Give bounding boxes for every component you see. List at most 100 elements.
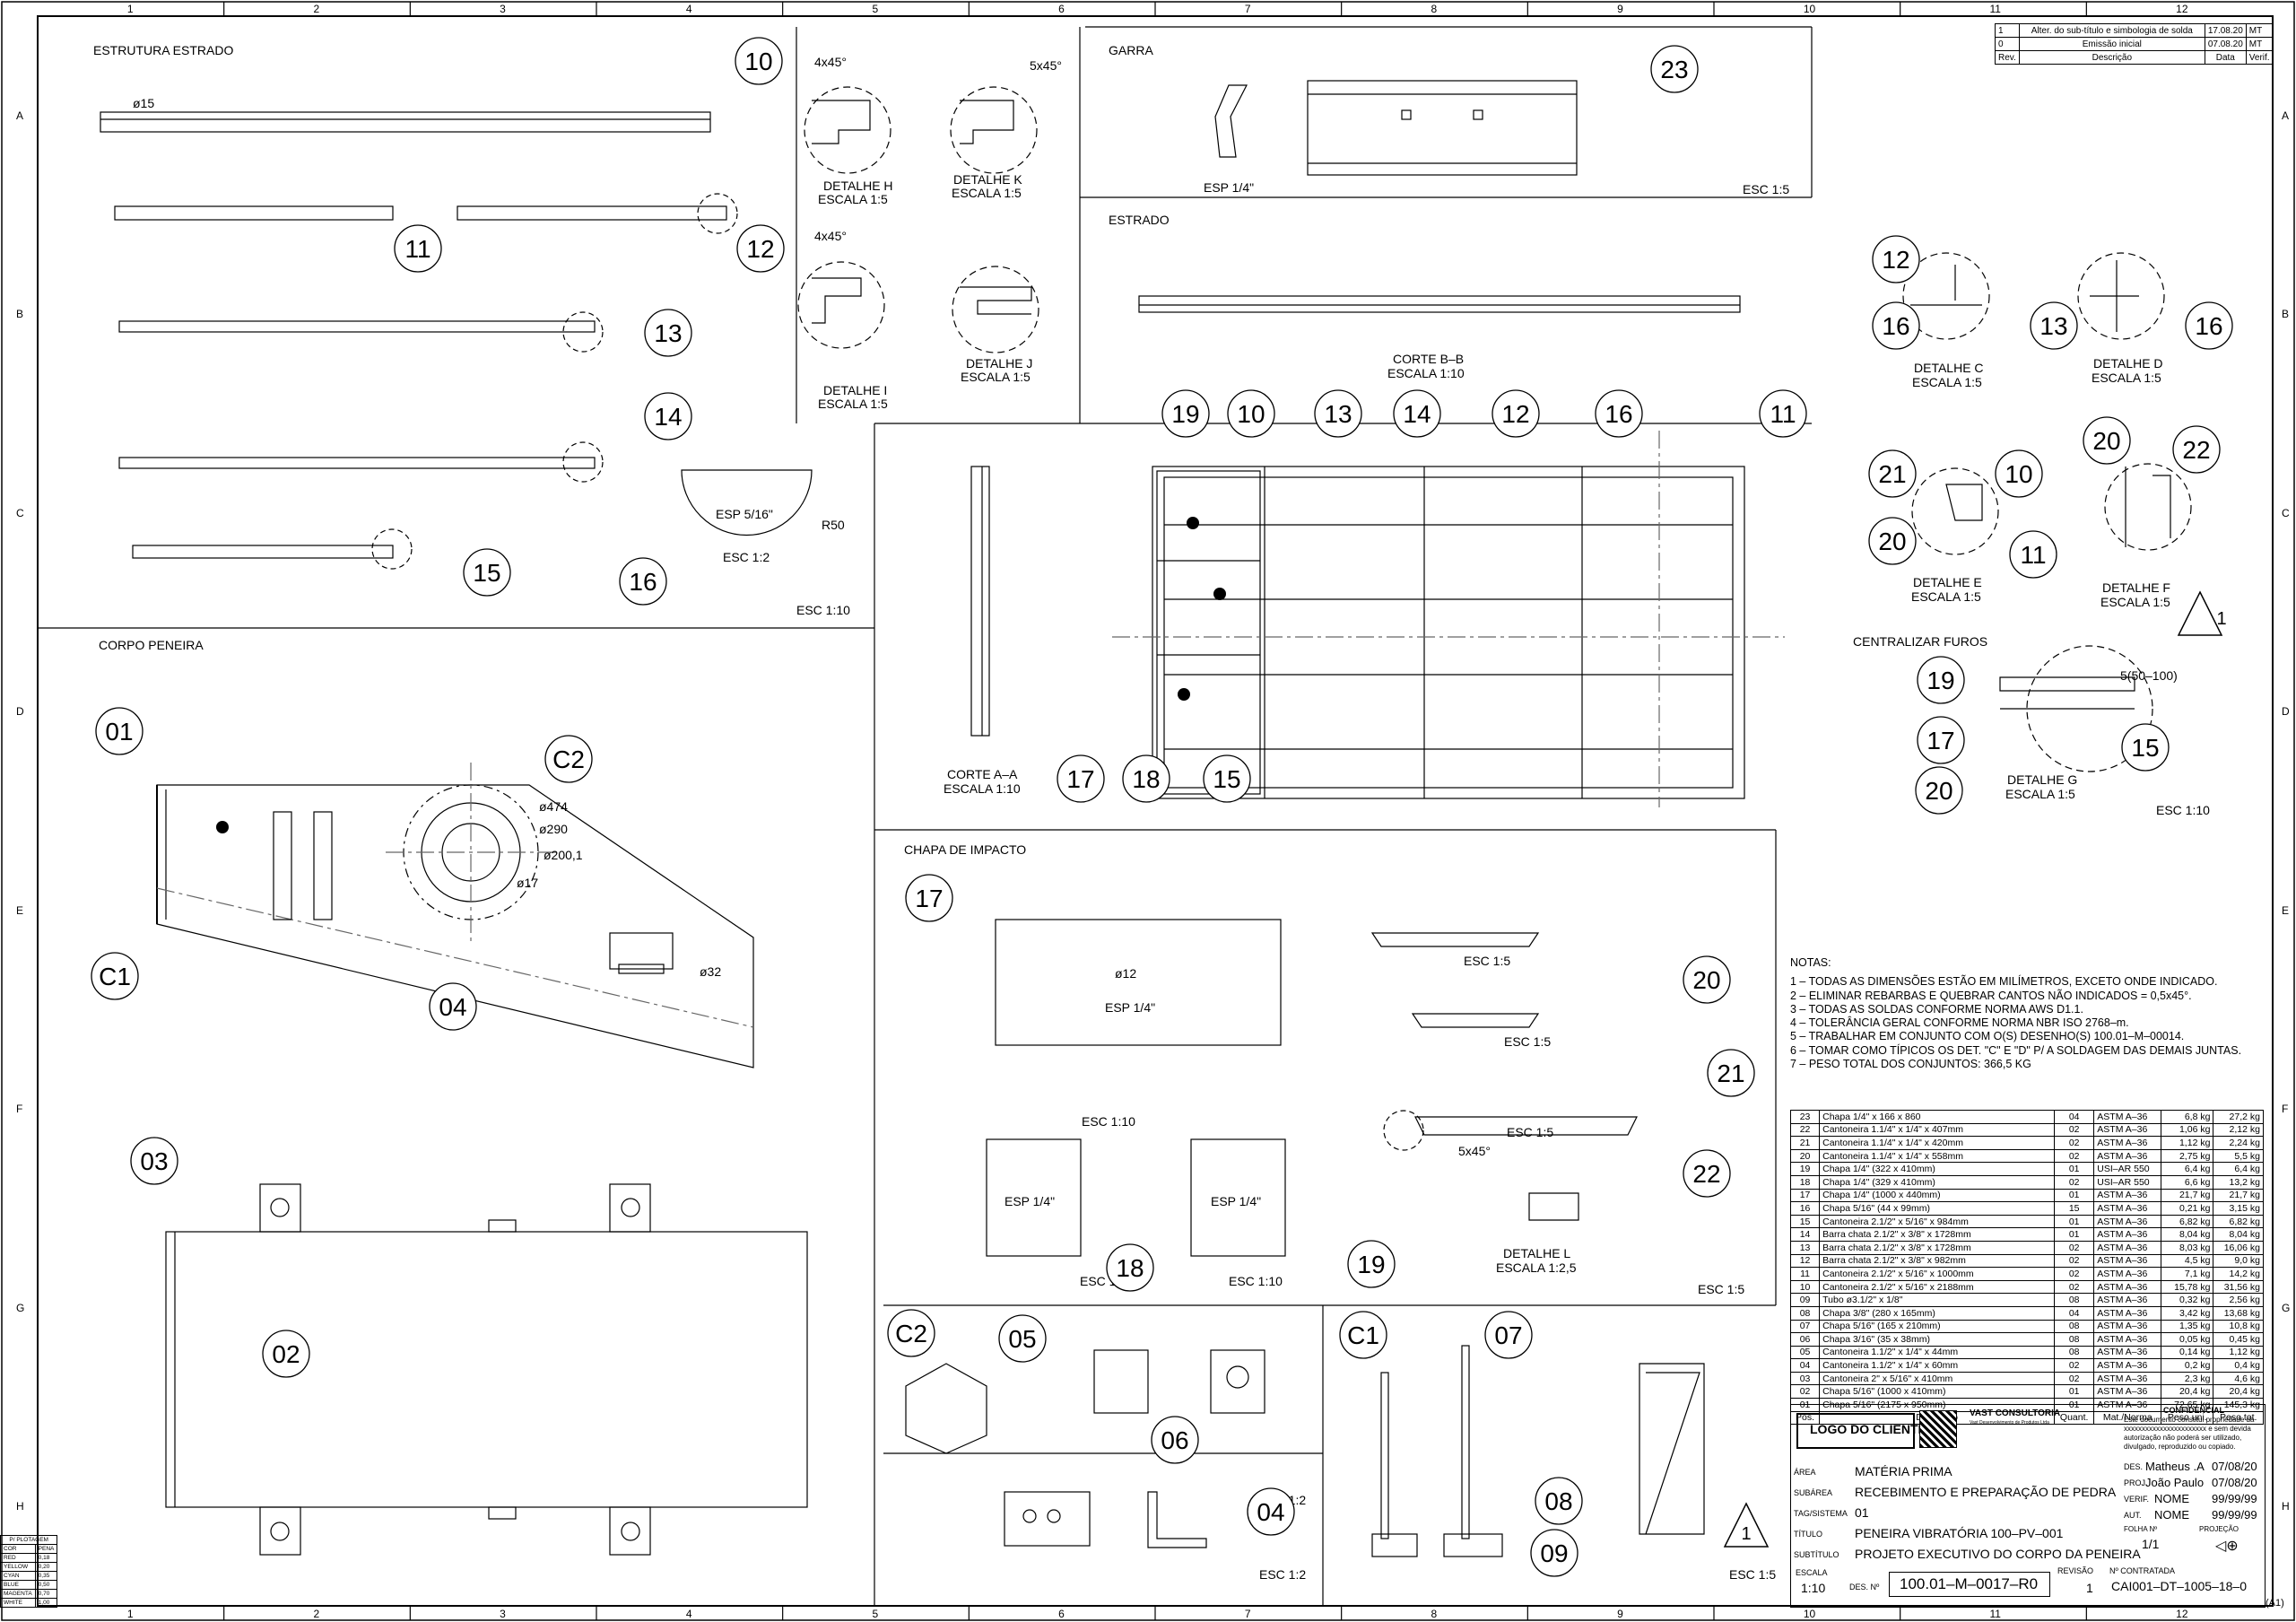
parts-cell-pos: 23: [1789, 1110, 1821, 1124]
parts-cell-mat: ASTM A–36: [2093, 1240, 2162, 1255]
parts-cell-pos: 16: [1789, 1201, 1821, 1216]
hole-diameter-label: ø290: [539, 822, 568, 836]
parts-cell-qty: 01: [2054, 1214, 2095, 1229]
detail-f-label: DETALHE F: [2102, 580, 2170, 595]
frame-row-label: G: [2282, 1301, 2291, 1314]
parts-cell-pt: 13,2 kg: [2213, 1174, 2264, 1190]
frame-row-label: B: [16, 308, 24, 321]
frame-row-label: C: [2282, 506, 2290, 519]
rev-header-verif: Verif.: [2245, 50, 2274, 65]
parts-cell-pos: 02: [1789, 1384, 1821, 1400]
parts-cell-desc: Cantoneira 1.1/2" x 1/4" x 60mm: [1819, 1358, 2056, 1373]
detail-l-label: DETALHE L: [1503, 1246, 1571, 1260]
contractor-number-value: CAI001–DT–1005–18–0: [2111, 1579, 2248, 1593]
frame-column-label: 4: [685, 3, 692, 15]
parts-cell-mat: ASTM A–36: [2093, 1384, 2162, 1400]
hole-diameter-label: ø17: [517, 876, 539, 890]
parts-cell-qty: 02: [2054, 1122, 2095, 1138]
designer-date: 07/08/20: [2212, 1460, 2257, 1473]
parts-cell-mat: ASTM A–36: [2093, 1188, 2162, 1203]
parts-cell-mat: ASTM A–36: [2093, 1305, 2162, 1321]
sheet-value: 1/1: [2142, 1537, 2160, 1551]
parts-cell-pos: 07: [1789, 1319, 1821, 1334]
parts-cell-desc: Chapa 1/4" (329 x 410mm): [1819, 1174, 2056, 1190]
plate-19-thickness-label: ESP 1/4": [1211, 1194, 1262, 1208]
aut-name: NOME: [2154, 1508, 2189, 1522]
parts-cell-desc: Barra chata 2.1/2" x 3/8" x 1728mm: [1819, 1227, 2056, 1242]
radius-label: R50: [822, 518, 845, 532]
parts-cell-qty: 01: [2054, 1162, 2095, 1176]
parts-cell-pu: 1,06 kg: [2161, 1122, 2214, 1138]
scale-label: ESC 1:5: [1698, 1282, 1745, 1296]
parts-cell-pu: 6,6 kg: [2161, 1174, 2214, 1190]
parts-cell-qty: 02: [2054, 1371, 2095, 1386]
parts-cell-qty: 02: [2054, 1358, 2095, 1373]
parts-cell-pt: 21,7 kg: [2213, 1188, 2264, 1203]
drawing-number-box: [1889, 1572, 2050, 1597]
parts-cell-qty: 01: [2054, 1384, 2095, 1400]
detail-e-scale: ESCALA 1:5: [1911, 589, 1981, 604]
detail-k-label: DETALHE K: [953, 172, 1022, 187]
rev-description: Emissão inicial: [2018, 37, 2205, 51]
parts-header-pt: Peso tot.: [2213, 1410, 2264, 1426]
parts-cell-pu: 8,03 kg: [2161, 1240, 2214, 1255]
parts-cell-mat: ASTM A–36: [2093, 1136, 2162, 1150]
frame-column-label: 6: [1058, 1608, 1065, 1620]
plot-pen: 0,70: [34, 1589, 58, 1599]
parts-cell-pt: 6,82 kg: [2213, 1214, 2264, 1229]
parts-cell-pt: 2,56 kg: [2213, 1293, 2264, 1307]
scale-label: ESC 1:10: [1080, 1274, 1134, 1288]
frame-row-label: E: [16, 903, 24, 917]
scale-label: ESC 1:5: [1464, 954, 1511, 968]
parts-cell-mat: ASTM A–36: [2093, 1332, 2162, 1347]
plot-color: RED: [0, 1553, 36, 1563]
plot-color: MAGENTA: [0, 1589, 36, 1599]
parts-cell-pt: 1,12 kg: [2213, 1345, 2264, 1360]
rev-date: 17.08.20: [2204, 23, 2247, 38]
frame-column-label: 8: [1431, 1608, 1438, 1620]
tag-label: TAG/SISTEMA: [1794, 1509, 1848, 1518]
parts-cell-pt: 27,2 kg: [2213, 1110, 2264, 1124]
parts-cell-mat: ASTM A–36: [2093, 1371, 2162, 1386]
aut-label: AUT.: [2124, 1511, 2142, 1520]
view-title-estrutura-estrado: ESTRUTURA ESTRADO: [93, 43, 234, 57]
frame-row-label: G: [16, 1301, 25, 1314]
frame-column-label: 12: [2176, 3, 2188, 15]
parts-cell-pos: 15: [1789, 1214, 1821, 1229]
note-item: 7 – PESO TOTAL DOS CONJUNTOS: 366,5 KG: [1790, 1058, 2031, 1071]
corte-aa-scale: ESCALA 1:10: [944, 781, 1021, 796]
subtitle-value: PROJETO EXECUTIVO DO CORPO DA PENEIRA: [1855, 1547, 2141, 1561]
parts-cell-pu: 0,32 kg: [2161, 1293, 2214, 1307]
parts-cell-qty: 01: [2054, 1188, 2095, 1203]
parts-cell-desc: Cantoneira 2.1/2" x 5/16" x 1000mm: [1819, 1267, 2056, 1281]
frame-row-label: A: [2282, 109, 2290, 122]
scale-label: ESC 1:10: [796, 603, 850, 617]
parts-cell-pu: 20,4 kg: [2161, 1384, 2214, 1400]
verif-label: VERIF.: [2124, 1495, 2150, 1504]
detail-d-scale: ESCALA 1:5: [2092, 371, 2161, 385]
parts-cell-mat: ASTM A–36: [2093, 1358, 2162, 1373]
plate-16-thickness-label: ESP 5/16": [716, 507, 773, 521]
scale-label: ESC 1:2: [1259, 1493, 1307, 1507]
parts-cell-qty: 02: [2054, 1253, 2095, 1269]
parts-cell-pu: 2,75 kg: [2161, 1148, 2214, 1164]
parts-cell-mat: ASTM A–36: [2093, 1345, 2162, 1360]
parts-cell-pu: 3,42 kg: [2161, 1305, 2214, 1321]
rev-number: 0: [1995, 37, 2020, 51]
parts-cell-pt: 0,45 kg: [2213, 1332, 2264, 1347]
parts-cell-qty: 08: [2054, 1332, 2095, 1347]
parts-cell-pt: 31,56 kg: [2213, 1279, 2264, 1295]
parts-cell-qty: 01: [2054, 1227, 2095, 1242]
company-subtitle: Vast Desenvolvimento de Produtos Ltda: [1970, 1420, 2049, 1426]
parts-cell-mat: ASTM A–36: [2093, 1319, 2162, 1334]
frame-column-label: 12: [2176, 1608, 2188, 1620]
scale-label: ESC 1:2: [1259, 1567, 1307, 1582]
